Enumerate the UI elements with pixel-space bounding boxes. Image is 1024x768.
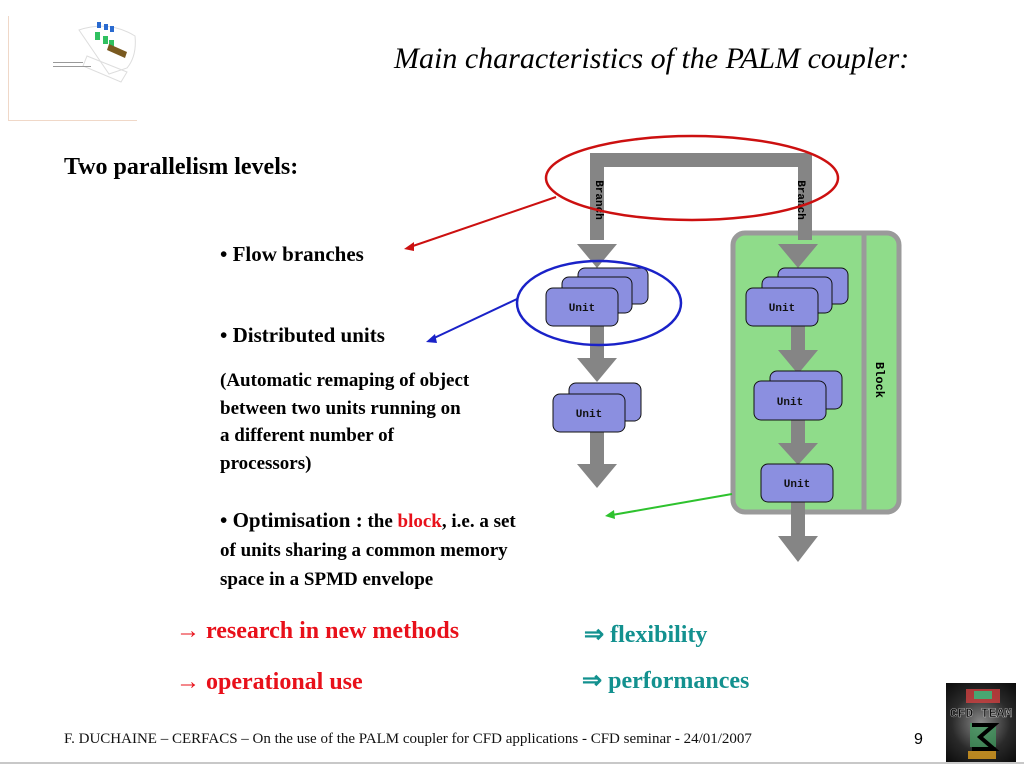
conclusion-operational: → operational use <box>176 669 363 695</box>
arrow-shaft <box>590 428 604 468</box>
bullet-flow-branches: • Flow branches <box>220 242 364 266</box>
unit-label: Unit <box>769 303 795 315</box>
block-label: Block <box>872 362 886 398</box>
logo-text: CFD TEAM <box>950 706 1013 721</box>
arrow-head <box>778 350 818 374</box>
branch-label-left: Branch <box>592 180 604 220</box>
remap-note-line: a different number of <box>220 425 394 446</box>
arrow-head <box>577 244 617 268</box>
remap-note-line: (Automatic remaping of object <box>220 370 470 391</box>
branch-top-bar <box>590 153 812 167</box>
unit-box[interactable] <box>753 380 827 421</box>
cfd-team-logo: CFD TEAM <box>946 683 1016 763</box>
conclusion-flexibility: ⇒ flexibility <box>584 622 708 648</box>
green-pointer-line <box>611 493 733 516</box>
branch-highlight-ellipse <box>544 134 840 222</box>
cfd-team-logo-icon: CFD TEAM <box>950 689 1013 759</box>
slide-footer: F. DUCHAINE – CERFACS – On the use of th… <box>64 731 752 747</box>
arrow-shaft <box>791 500 805 540</box>
optimisation-line: space in a SPMD envelope <box>220 569 434 590</box>
footer-divider <box>0 762 1024 764</box>
slide-title: Main characteristics of the PALM coupler… <box>394 42 910 75</box>
arrow-head <box>778 244 818 268</box>
arrow-head <box>577 464 617 488</box>
remap-note-line: between two units running on <box>220 397 461 419</box>
arrow-shaft <box>791 418 805 446</box>
branch-connector <box>590 153 812 240</box>
optimisation-text: the <box>362 511 398 532</box>
unit-label: Unit <box>784 479 810 491</box>
unit-label: Unit <box>569 303 595 315</box>
unit-box[interactable] <box>545 287 619 327</box>
blue-pointer-line <box>431 298 518 340</box>
unit-label: Unit <box>777 397 803 409</box>
slide-subtitle: Two parallelism levels: <box>64 154 299 180</box>
optimisation-line: of units sharing a common memory <box>220 540 508 561</box>
slide-thumbnail <box>8 16 137 121</box>
conclusion-research: → research in new methods <box>176 618 460 644</box>
blue-arrowhead-icon <box>426 334 437 343</box>
unit-label: Unit <box>576 409 602 421</box>
red-arrowhead-icon <box>404 242 414 251</box>
unit-box[interactable] <box>745 287 819 327</box>
arrow-head <box>778 536 818 562</box>
conclusion-performances: ⇒ performances <box>582 668 750 694</box>
unit-box[interactable] <box>760 463 834 503</box>
green-arrowhead-icon <box>605 510 615 519</box>
optimisation-label: • Optimisation : <box>220 508 363 532</box>
red-pointer-line <box>409 196 557 248</box>
remap-note: (Automatic remaping of object between tw… <box>220 367 469 477</box>
optimisation-highlight: block <box>397 511 442 532</box>
units-highlight-ellipse <box>515 259 683 347</box>
page-number: 9 <box>914 731 923 748</box>
arrow-head <box>577 358 617 382</box>
optimisation-text: , i.e. a set <box>441 511 516 532</box>
bullet-distributed-units: • Distributed units <box>220 323 385 347</box>
arrow-head <box>778 443 818 465</box>
unit-box[interactable] <box>552 393 626 433</box>
bullet-optimisation: • Optimisation : the block, i.e. a set o… <box>220 506 516 594</box>
arrow-shaft <box>590 320 604 360</box>
branch-label-right: Branch <box>794 180 806 220</box>
remap-note-line: processors) <box>220 452 312 474</box>
cfd-geometry-thumbnail-icon <box>53 22 136 83</box>
arrow-shaft <box>791 322 805 358</box>
